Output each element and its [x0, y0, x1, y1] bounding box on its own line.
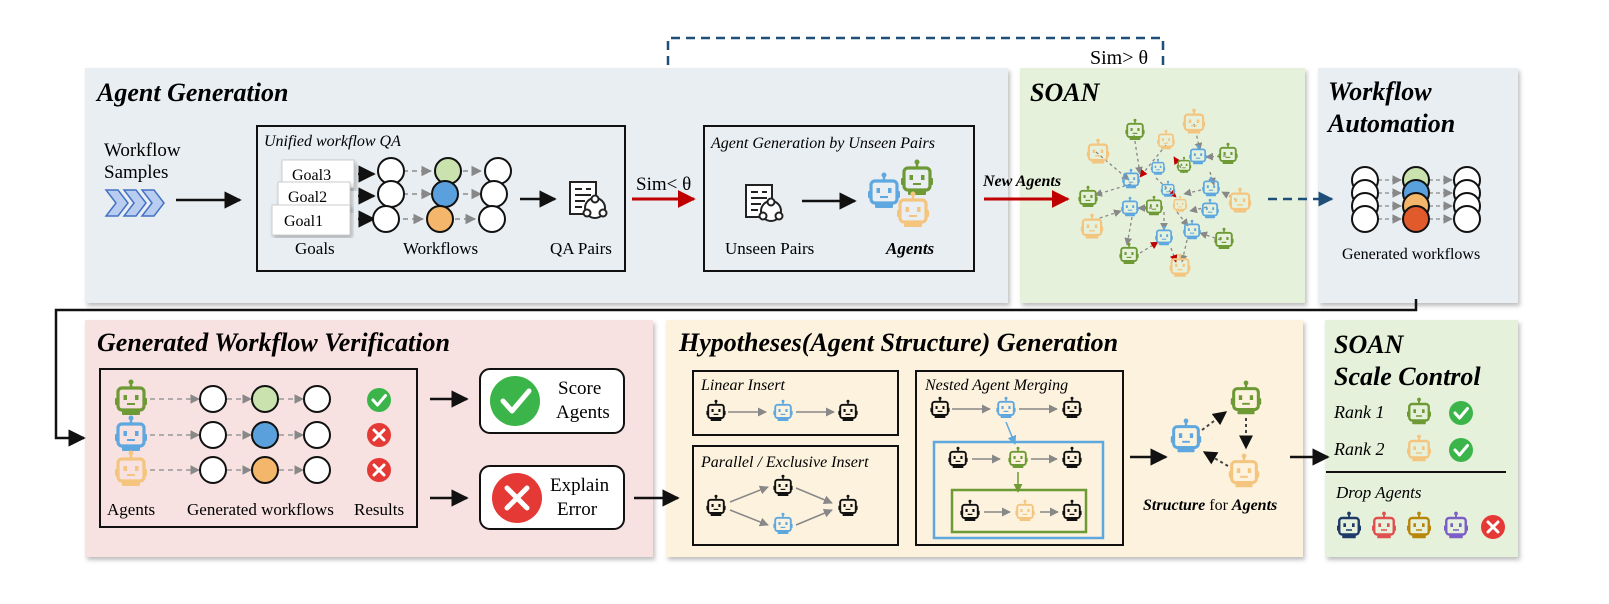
rank2-check-icon — [1447, 436, 1475, 464]
soan-title: SOAN — [1030, 78, 1101, 107]
agent-generation-title: Agent Generation — [95, 78, 288, 107]
big-cross-icon — [492, 473, 542, 523]
scale-control-title-2: Scale Control — [1334, 362, 1481, 391]
workflow-samples-chevron-icon — [104, 189, 165, 217]
new-agents-label: New Agents — [982, 173, 1061, 190]
workflow-automation-title-2: Automation — [1326, 109, 1455, 138]
goal-arrows — [358, 165, 376, 228]
verification-title: Generated Workflow Verification — [97, 328, 450, 357]
result-cross-icon — [365, 456, 393, 484]
nested-merging-label: Nested Agent Merging — [924, 377, 1068, 394]
unseen-pairs-box — [703, 125, 975, 272]
agent-generation-panel — [85, 68, 1008, 303]
big-check-icon — [490, 376, 540, 426]
sim-lt-label: Sim< θ — [636, 174, 691, 195]
explain-error-line2: Error — [557, 499, 598, 520]
rank2-label: Rank 2 — [1333, 439, 1384, 459]
generated-workflows-caption: Generated workflows — [1342, 246, 1480, 263]
verification-results-label: Results — [354, 500, 404, 519]
svg-text:Goal2: Goal2 — [288, 189, 327, 206]
verification-workflows-label: Generated workflows — [187, 500, 334, 519]
structure-graph — [1169, 379, 1263, 489]
unified-qa-title: Unified workflow QA — [264, 133, 401, 150]
generated-workflows-graph — [1351, 166, 1481, 233]
verification-agents-label: Agents — [107, 500, 155, 519]
linear-insert-box — [692, 370, 899, 436]
result-cross-icon — [365, 421, 393, 449]
workflow-samples-label-2: Samples — [104, 162, 168, 183]
drop-agents-label: Drop Agents — [1335, 483, 1422, 502]
agents-label: Agents — [885, 239, 935, 258]
parallel-insert-graph — [705, 473, 859, 535]
structure-for-agents-label: Structure for Agents — [1143, 497, 1277, 514]
linear-insert-label: Linear Insert — [700, 377, 786, 394]
svg-text:Goal3: Goal3 — [292, 167, 331, 184]
soan-network — [1077, 107, 1253, 278]
unseen-pairs-label: Unseen Pairs — [725, 239, 814, 258]
verification-box — [99, 368, 418, 528]
linear-insert-graph — [705, 398, 859, 422]
hypotheses-title: Hypotheses(Agent Structure) Generation — [678, 328, 1118, 357]
score-agents-line1: Score — [558, 378, 601, 399]
qa-workflow-graph — [372, 157, 512, 233]
rank1-label: Rank 1 — [1333, 402, 1384, 422]
drop-cross-icon — [1479, 513, 1507, 541]
goal-cards: Goal3 Goal2 Goal1 — [271, 159, 355, 236]
parallel-insert-label: Parallel / Exclusive Insert — [700, 454, 869, 471]
verification-workflows — [150, 385, 331, 484]
workflow-automation-title-1: Workflow — [1328, 77, 1432, 106]
sim-gt-label: Sim> θ — [1090, 47, 1148, 69]
unified-qa-box — [256, 125, 626, 272]
nested-merging-box — [915, 370, 1124, 546]
scale-control-title-1: SOAN — [1334, 330, 1405, 359]
explain-error-line1: Explain — [550, 475, 610, 496]
workflows-label: Workflows — [403, 239, 478, 258]
goals-label: Goals — [295, 239, 335, 258]
score-agents-line2: Agents — [556, 402, 610, 423]
nested-merging-graph — [929, 395, 1083, 522]
workflow-samples-label-1: Workflow — [104, 140, 181, 161]
automation-to-verification-connector — [54, 299, 1418, 447]
svg-text:Goal1: Goal1 — [284, 213, 323, 230]
nested-outer-blue — [932, 440, 1105, 540]
rank1-check-icon — [1447, 399, 1475, 427]
result-check-icon — [365, 386, 393, 414]
unseen-pairs-title: Agent Generation by Unseen Pairs — [710, 135, 935, 152]
parallel-insert-box — [692, 445, 899, 546]
qa-pairs-label: QA Pairs — [550, 239, 612, 258]
